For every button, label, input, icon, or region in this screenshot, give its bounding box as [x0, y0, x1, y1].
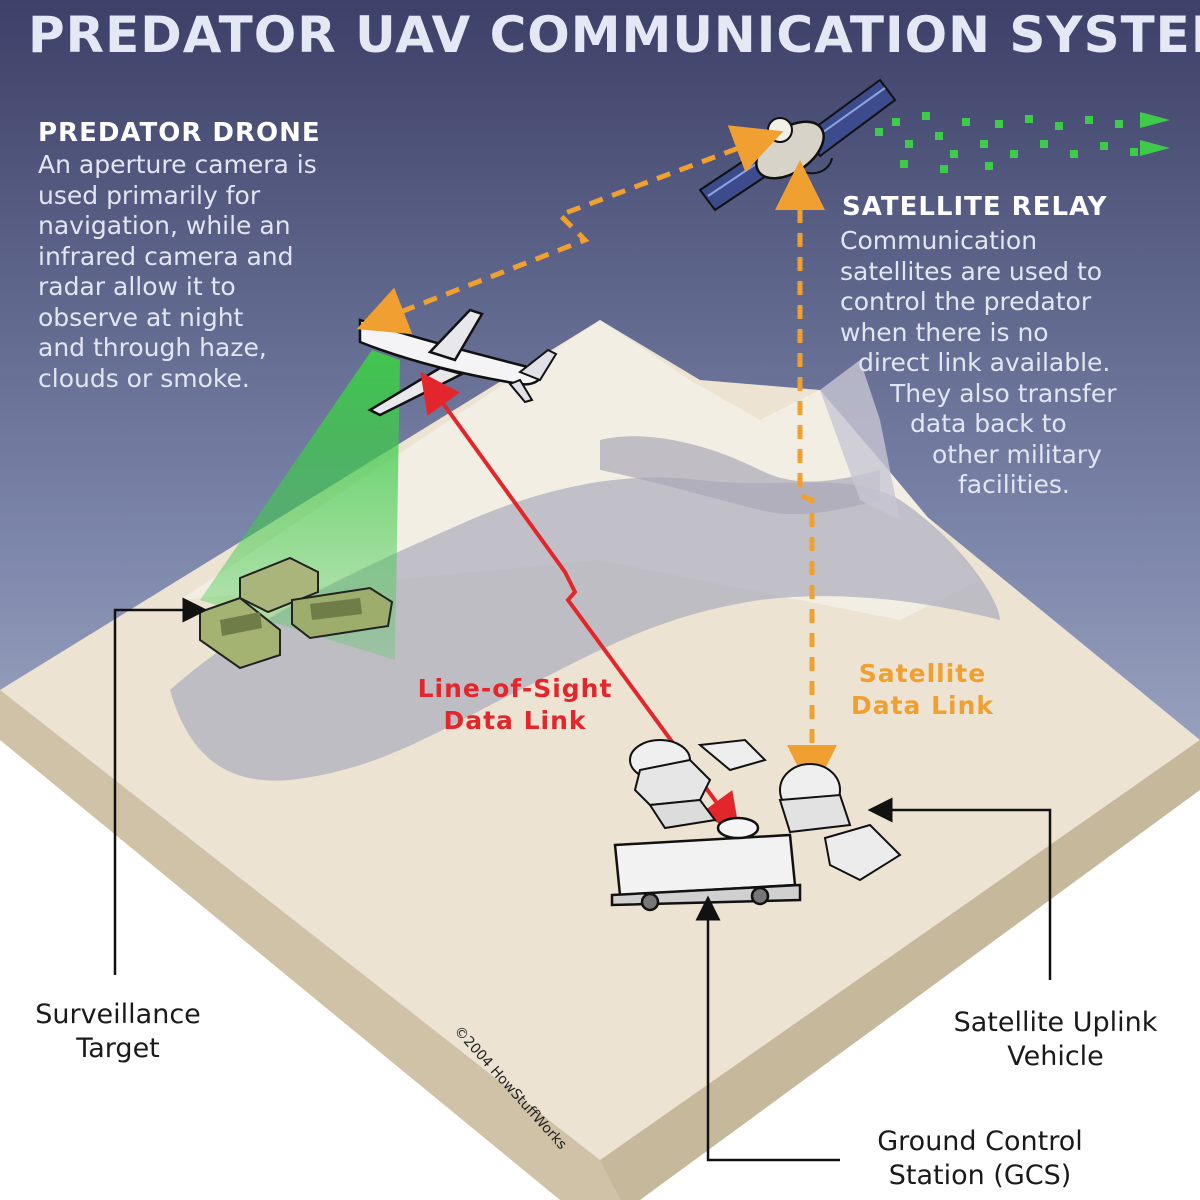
satellite-line: Communication: [840, 226, 1038, 255]
satellite-line: facilities.: [958, 470, 1070, 499]
sat-label-line: Satellite: [858, 659, 987, 688]
target-label-line: Target: [76, 1033, 160, 1064]
ground-equipment: [629, 738, 767, 830]
target-callout-line: [113, 597, 208, 975]
satellite-line: control the predator: [840, 287, 1092, 316]
drone-line: observe at night: [38, 302, 244, 332]
drone-description: An aperture camera is used primarily for…: [38, 150, 317, 394]
satellite-line: direct link available.: [858, 348, 1111, 377]
mountain-ridge-right: [820, 360, 900, 520]
los-label-line: Line-of-Sight: [417, 674, 613, 703]
drone-line: An aperture camera is: [38, 150, 317, 179]
line-of-sight-label: Line-of-Sight Data Link: [395, 673, 635, 737]
satellite-drone-link: [356, 125, 784, 335]
gcs-callout-line: [695, 895, 840, 1162]
satellite-line: data back to: [910, 409, 1067, 438]
ground-control-station-trailer: [610, 816, 802, 912]
uplink-callout-line: [867, 797, 1052, 980]
drone-line: used primarily for: [38, 180, 261, 210]
satellite-line: satellites are used to: [840, 256, 1103, 286]
satellite-link-label: Satellite Data Link: [830, 658, 1015, 722]
drone-line: radar allow it to: [38, 272, 236, 301]
diagram-title: PREDATOR UAV COMMUNICATION SYSTEM: [28, 6, 1200, 64]
satellite-heading: SATELLITE RELAY: [842, 192, 1108, 222]
target-label-line: Surveillance: [35, 999, 201, 1030]
satellite-line: They also transfer: [890, 378, 1117, 408]
satellite-uplink-vehicle: [778, 763, 902, 882]
satellite-uplink-label: Satellite Uplink Vehicle: [918, 1006, 1193, 1074]
gcs-label-line: Ground Control: [877, 1126, 1083, 1157]
uplink-label-line: Satellite Uplink: [953, 1007, 1158, 1038]
sat-label-line: Data Link: [850, 691, 995, 720]
ground-control-station-label: Ground Control Station (GCS): [840, 1125, 1120, 1193]
satellite-description: Communication satellites are used to con…: [840, 226, 1180, 501]
drone-line: and through haze,: [38, 333, 267, 362]
satellite-data-stream: [875, 112, 1170, 173]
satellite-line: when there is no: [840, 317, 1049, 347]
page-bottom-background: [0, 700, 1200, 1200]
surveillance-target-label: Surveillance Target: [8, 998, 228, 1066]
surveillance-target-tanks: [199, 556, 394, 670]
terrain-front-left: [0, 690, 620, 1200]
drone-heading: PREDATOR DRONE: [38, 118, 321, 148]
drone-line: infrared camera and: [38, 241, 294, 271]
uplink-label-line: Vehicle: [1007, 1041, 1104, 1072]
gcs-label-line: Station (GCS): [888, 1160, 1072, 1191]
satellite-data-link: [775, 160, 837, 795]
line-of-sight-link: [420, 371, 740, 835]
drone-line: navigation, while an: [38, 211, 291, 240]
satellite-line: other military: [932, 439, 1102, 469]
los-label-line: Data Link: [443, 706, 587, 735]
drone-line: clouds or smoke.: [38, 363, 250, 393]
